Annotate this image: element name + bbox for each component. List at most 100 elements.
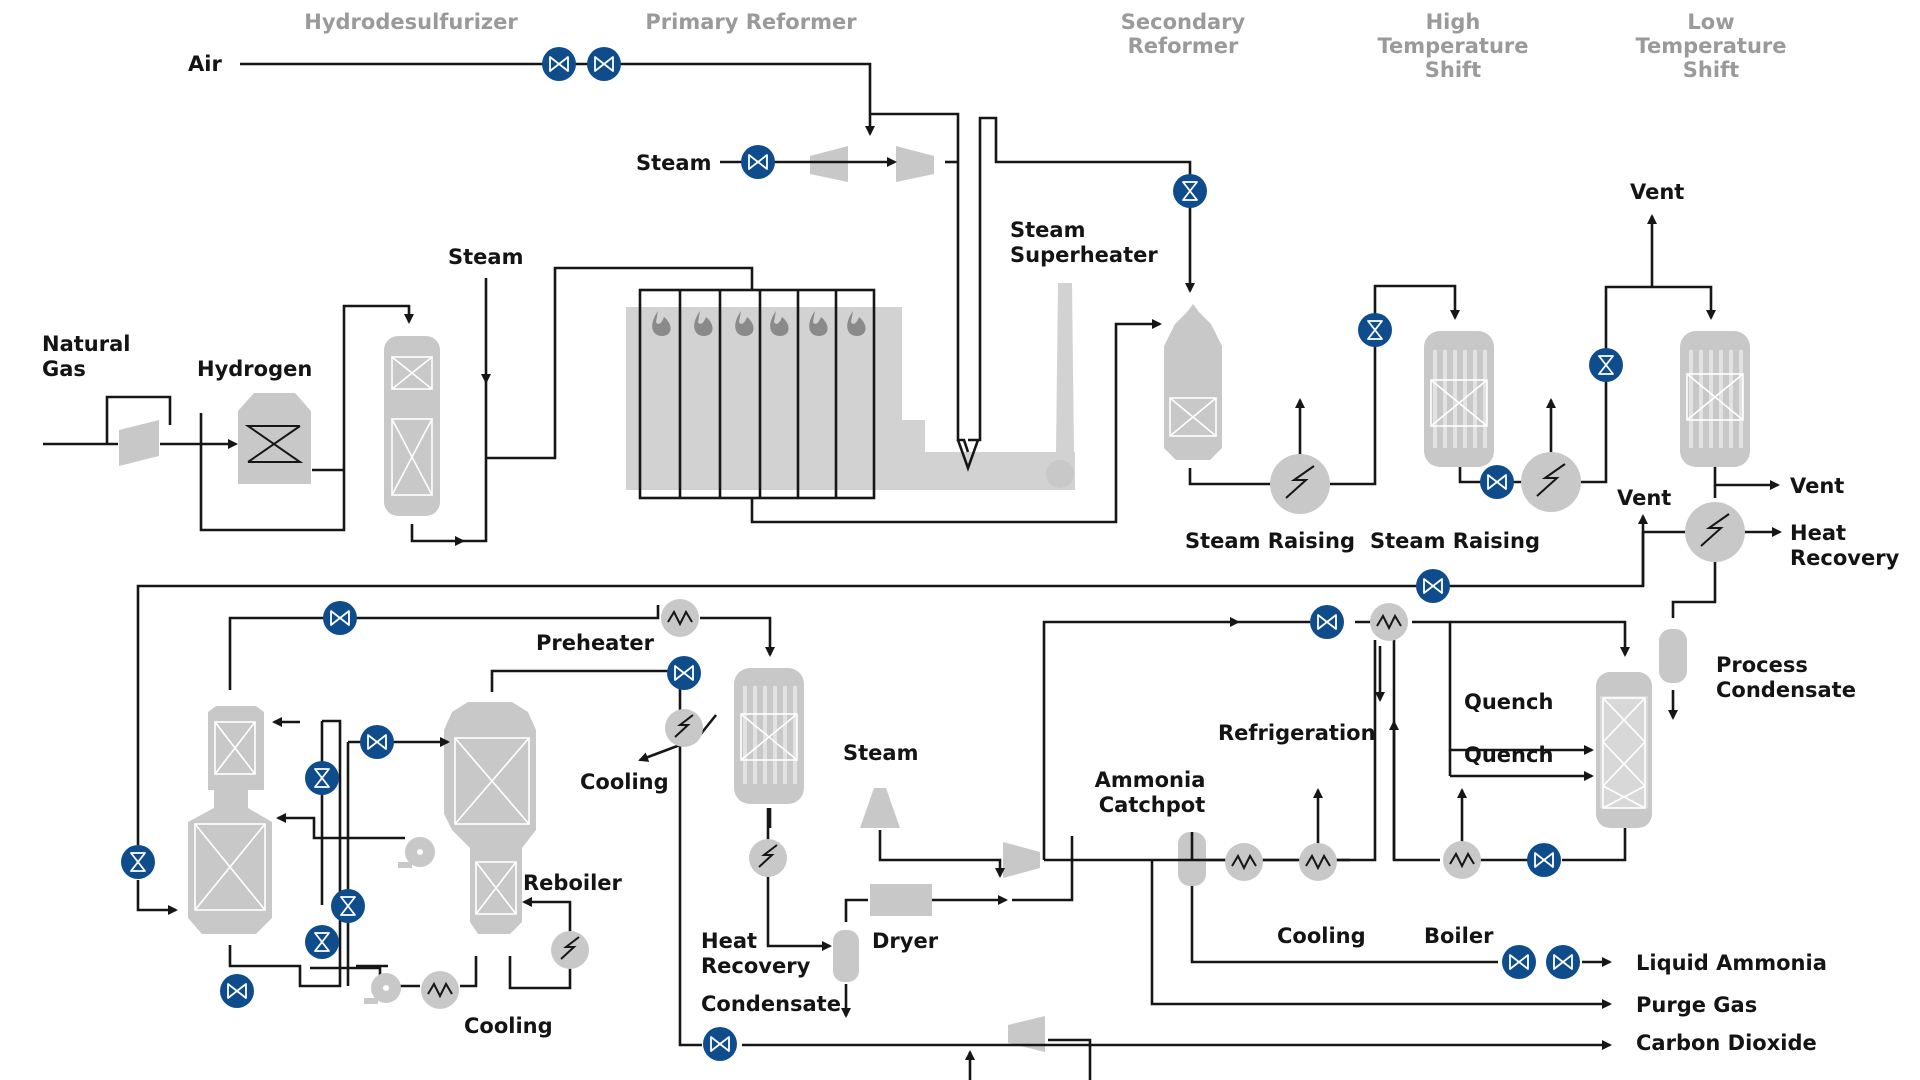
- reformer-tubes: [638, 288, 876, 500]
- label-steam-lower: Steam: [843, 741, 918, 765]
- semilean-valve-1[interactable]: [304, 760, 340, 796]
- label-dryer: Dryer: [872, 929, 939, 953]
- label-vent-mid: Vent: [1617, 486, 1671, 510]
- absorber-inlet-valve[interactable]: [120, 844, 156, 880]
- label-cooling-bottom: Cooling: [464, 1014, 553, 1038]
- stack: [1056, 283, 1074, 452]
- steam-turbine: [810, 146, 848, 182]
- label-preheater: Preheater: [536, 631, 655, 655]
- co2-outlet-valve[interactable]: [702, 1026, 738, 1062]
- label-refrigeration: Refrigeration: [1218, 721, 1376, 745]
- methanator-bed: [740, 713, 798, 761]
- stripper-bed-top-x: [454, 737, 530, 825]
- hds-bed-1: [391, 356, 433, 390]
- label-steam-top: Steam: [636, 151, 711, 175]
- secondary-reformer-vessel: [1164, 304, 1222, 460]
- label-steam-superheater-2: Superheater: [1010, 243, 1158, 267]
- hydrodesulfurizer-vessel: [384, 336, 440, 516]
- secondary-reformer-bed-x: [1169, 397, 1217, 437]
- boiler-exchanger: [1442, 840, 1482, 880]
- absorber-bottom-valve[interactable]: [219, 973, 255, 1009]
- label-carbon-dioxide: Carbon Dioxide: [1636, 1031, 1817, 1055]
- label-ammonia-catchpot-2: Catchpot: [1099, 793, 1206, 817]
- liquid-ammonia-valve-1[interactable]: [1501, 944, 1537, 980]
- header-lts-2: Temperature: [1635, 34, 1786, 58]
- label-condensate: Condensate: [701, 992, 841, 1016]
- methanator-bed-x: [740, 713, 798, 761]
- hts-outlet-valve[interactable]: [1479, 464, 1515, 500]
- lts-inlet-valve[interactable]: [1588, 347, 1624, 383]
- induced-draft-fan: [1046, 460, 1074, 488]
- bottom-cooler: [420, 970, 460, 1010]
- co2-compressor: [1008, 1016, 1045, 1052]
- burner-flames: [652, 311, 866, 336]
- stripper-bed-top: [454, 737, 530, 825]
- lean-pump: [364, 973, 401, 1004]
- steam-raising-exchanger-1: [1269, 453, 1331, 515]
- label-steam-raising-1: Steam Raising: [1185, 529, 1355, 553]
- label-cooling-mid: Cooling: [580, 770, 669, 794]
- header-hydrodesulfurizer: Hydrodesulfurizer: [304, 10, 518, 34]
- natural-gas-compressor: [119, 420, 159, 466]
- semilean-valve-3[interactable]: [304, 924, 340, 960]
- convection-section: [902, 420, 1075, 490]
- syngas-turbine: [860, 788, 900, 828]
- catchpot-cooler-1: [1224, 842, 1264, 882]
- label-heat-recovery-lower-1: Heat: [701, 929, 757, 953]
- process-gas-valve[interactable]: [1415, 568, 1451, 604]
- label-vent-right: Vent: [1790, 474, 1844, 498]
- label-ammonia-catchpot-1: Ammonia: [1095, 768, 1206, 792]
- label-heat-recovery-lower-2: Recovery: [701, 954, 811, 978]
- liquid-ammonia-valve-2[interactable]: [1545, 944, 1581, 980]
- hts-inlet-valve[interactable]: [1357, 312, 1393, 348]
- rich-solution-valve[interactable]: [359, 724, 395, 760]
- refrigeration-valve[interactable]: [1309, 604, 1345, 640]
- converter-beds: [1600, 696, 1648, 809]
- process-condensate-drum: [1659, 629, 1687, 683]
- steam-valve[interactable]: [740, 144, 776, 180]
- header-hts-2: Temperature: [1377, 34, 1528, 58]
- label-liquid-ammonia: Liquid Ammonia: [1636, 951, 1827, 975]
- top-piping: [43, 62, 1782, 845]
- label-natural-gas-1: Natural: [42, 332, 130, 356]
- label-steam-mid: Steam: [448, 245, 523, 269]
- co2-stripper: [444, 702, 536, 934]
- label-vent-top: Vent: [1630, 180, 1684, 204]
- reboiler-exchanger: [550, 930, 590, 970]
- label-heat-recovery-right-1: Heat: [1790, 521, 1846, 545]
- heat-recovery-exchanger: [1684, 501, 1746, 563]
- methanator-cooler: [748, 838, 788, 878]
- dryer-unit: [870, 884, 932, 916]
- steam-raising-exchanger-2: [1520, 451, 1582, 513]
- bottom-piping: [136, 605, 1630, 1080]
- header-secondary-reformer-2: Reformer: [1128, 34, 1239, 58]
- air-valve-1[interactable]: [541, 46, 577, 82]
- hts-bed-x: [1430, 379, 1488, 427]
- air-valve-2[interactable]: [586, 46, 622, 82]
- stripper-overhead-valve[interactable]: [666, 655, 702, 691]
- co2-absorber: [188, 706, 272, 934]
- header-lts-3: Shift: [1683, 58, 1739, 82]
- absorber-bed-top-x: [214, 721, 256, 775]
- label-quench-1: Quench: [1464, 690, 1553, 714]
- label-air: Air: [188, 52, 222, 76]
- semilean-valve-2[interactable]: [330, 888, 366, 924]
- secondary-reformer-inlet-valve[interactable]: [1172, 173, 1208, 209]
- label-process-condensate-2: Condensate: [1716, 678, 1856, 702]
- label-process-condensate-1: Process: [1716, 653, 1808, 677]
- air-compressor: [896, 146, 934, 182]
- header-lts-1: Low: [1687, 10, 1734, 34]
- label-steam-superheater-1: Steam: [1010, 218, 1085, 242]
- hts-bed: [1430, 379, 1488, 427]
- label-natural-gas-2: Gas: [42, 357, 86, 381]
- absorber-bed-bottom: [194, 823, 266, 911]
- header-primary-reformer: Primary Reformer: [645, 10, 857, 34]
- preheater-exchanger: [660, 598, 700, 638]
- converter-recycle-valve[interactable]: [1526, 842, 1562, 878]
- condensate-separator: [833, 930, 859, 982]
- label-reboiler: Reboiler: [523, 871, 623, 895]
- stripper-bed-bottom: [475, 861, 517, 915]
- lean-solution-valve[interactable]: [322, 600, 358, 636]
- header-secondary-reformer-1: Secondary: [1121, 10, 1246, 34]
